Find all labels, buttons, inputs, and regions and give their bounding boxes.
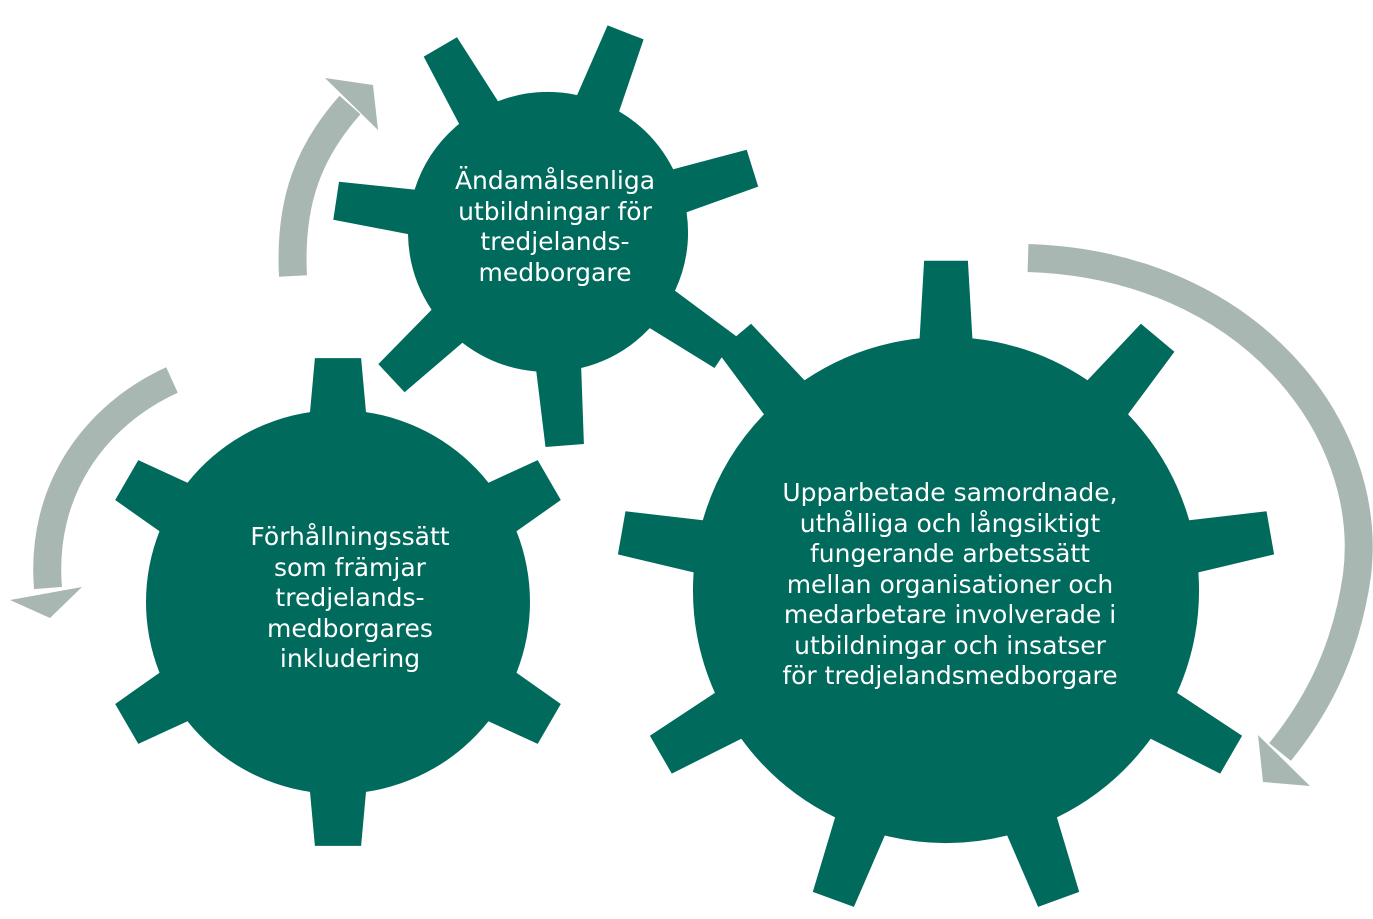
right-arrow [1027,244,1373,786]
gear-right-shape [617,260,1275,907]
left-arrow-head [10,587,82,618]
top-left-arrow-head [325,78,378,130]
gear-left-label-line: som främjar [274,552,426,582]
gear-right-label-line: för tredjelandsmedborgare [782,661,1118,690]
gear-left-shape [115,358,561,846]
gear-right-label: Upparbetade samordnade,uthålliga och lån… [730,478,1170,692]
gear-top-shape [333,25,759,448]
gear-left [115,358,561,846]
right-arrow-arc [1027,244,1373,761]
gear-left-label-line: tredjelands- [275,583,425,612]
gear-top-label-line: medborgare [478,257,632,287]
gear-top-label-line: utbildningar för [458,196,652,226]
gear-right-label-line: utbildningar och insatser [794,630,1106,660]
left-arrow-arc [33,367,178,590]
right-arrow-head [1258,735,1310,786]
gear-top-label-line: Ändamålsenliga [454,166,656,195]
gear-right [617,260,1275,907]
top-left-arrow [278,78,378,277]
gear-left-label-line: inkludering [279,644,421,673]
gear-right-label-line: fungerande arbetssätt [809,539,1090,568]
gear-right-label-line: medarbetare involverade i [783,600,1117,629]
gear-right-label-line: mellan organisationer och [786,569,1114,599]
gear-right-label-line: Upparbetade samordnade, [782,478,1118,507]
gear-right-label-line: uthålliga och långsiktigt [799,508,1101,538]
gear-left-label-line: Förhållningssätt [250,522,450,551]
left-arrow [10,367,178,618]
gear-top-label-line: tredjelands- [480,227,630,256]
gear-left-label-line: medborgares [267,613,433,643]
top-left-arrow-arc [278,95,361,277]
gear-top [333,25,759,448]
